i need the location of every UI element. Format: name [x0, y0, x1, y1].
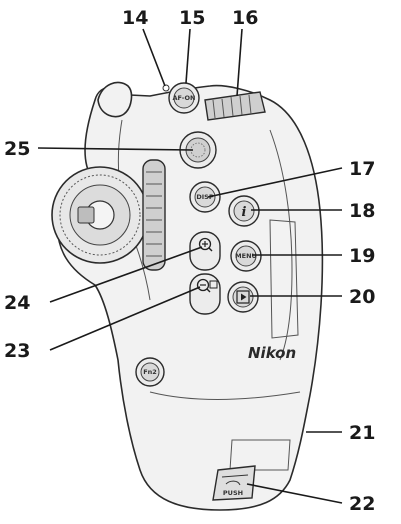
grip-base-panel [229, 439, 291, 471]
grip-top-hook [97, 81, 133, 118]
push-arrow-icon [225, 480, 241, 486]
zoom-in-icon [198, 237, 212, 251]
zoom-out-button[interactable] [189, 273, 221, 315]
callout-16: 16 [232, 7, 258, 29]
top-button[interactable]: AF-ON [168, 82, 200, 114]
callout-21: 21 [349, 422, 375, 444]
main-command-dial[interactable] [204, 91, 266, 121]
callout-18: 18 [349, 200, 375, 222]
info-button-label: i [242, 205, 247, 220]
menu-button[interactable]: MENU [230, 240, 262, 272]
leader-16 [236, 28, 243, 97]
zoom-out-icon [196, 278, 210, 292]
grip-contour-bottom [149, 391, 301, 400]
callout-14: 14 [122, 7, 148, 29]
push-label: PUSH [223, 489, 243, 497]
callout-24: 24 [4, 292, 30, 314]
indicator-lamp [162, 84, 170, 92]
info-button[interactable]: i [228, 195, 260, 227]
leader-25 [37, 147, 194, 151]
leader-24 [49, 246, 203, 303]
fn2-button[interactable]: Fn2 [135, 357, 165, 387]
top-button-label: AF-ON [173, 94, 196, 102]
grip-strap-slot [269, 219, 299, 339]
play-icon [241, 293, 247, 301]
callout-15: 15 [179, 7, 205, 29]
callout-23: 23 [4, 340, 30, 362]
leader-14 [142, 28, 166, 87]
disp-button-label: DISP [196, 193, 213, 201]
fn2-button-label: Fn2 [143, 368, 157, 376]
playback-button[interactable] [227, 281, 259, 313]
callout-20: 20 [349, 286, 375, 308]
battery-latch[interactable]: PUSH [212, 465, 256, 501]
brand-logo: Nikon [248, 344, 296, 362]
mounting-dial[interactable] [51, 166, 149, 264]
leader-23 [49, 286, 201, 351]
leader-15 [185, 28, 191, 84]
leader-22 [246, 483, 343, 504]
zoom-in-button[interactable] [189, 231, 221, 271]
callout-17: 17 [349, 158, 375, 180]
callout-19: 19 [349, 245, 375, 267]
disp-button[interactable]: DISP [189, 181, 221, 213]
menu-button-label: MENU [235, 252, 257, 260]
thumbnail-icon [209, 280, 218, 289]
callout-22: 22 [349, 493, 375, 515]
callout-25: 25 [4, 138, 30, 160]
side-command-dial[interactable] [142, 159, 166, 271]
leader-17 [207, 167, 343, 198]
